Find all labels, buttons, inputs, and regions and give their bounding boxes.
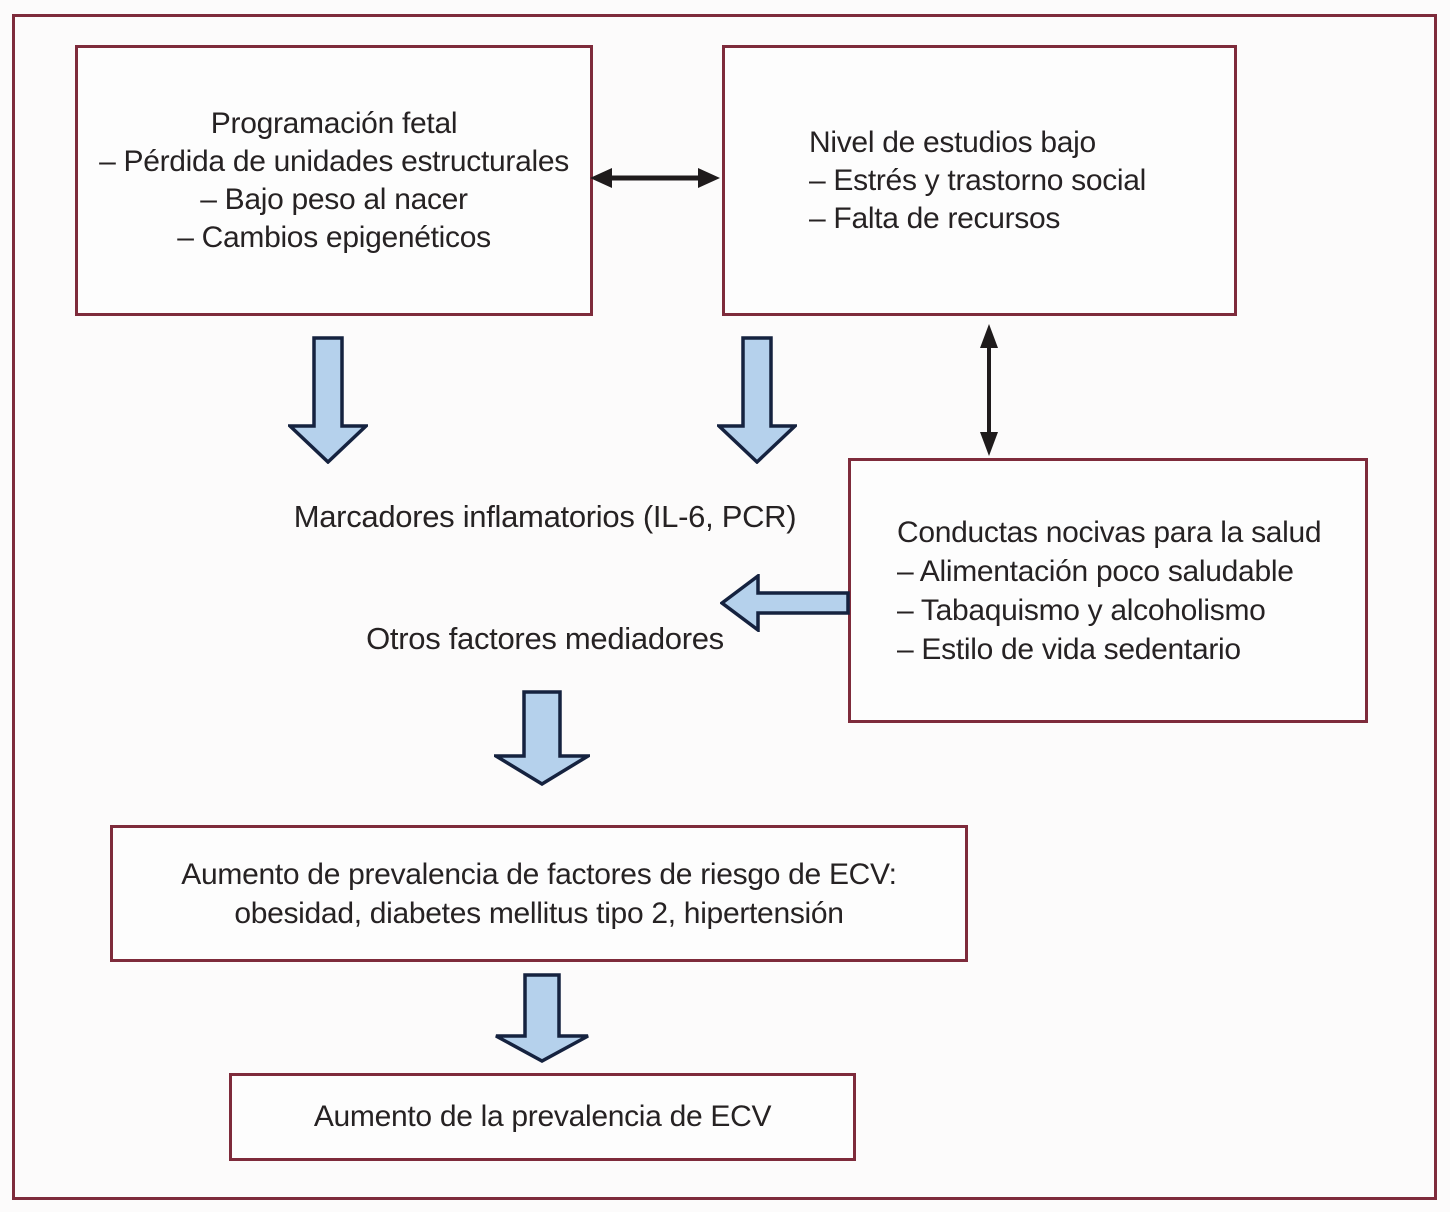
mediating-factors-label: Otros factores mediadores bbox=[366, 621, 724, 656]
box-title: Nivel de estudios bajo bbox=[809, 125, 1096, 159]
diagram-border bbox=[12, 14, 1437, 1200]
box-title: Programación fetal bbox=[210, 106, 458, 140]
down-arrow-icon bbox=[494, 690, 590, 786]
list-item: – Pérdida de unidades estructurales bbox=[99, 144, 569, 178]
list-item: – Falta de recursos bbox=[809, 201, 1061, 235]
list-item: – Cambios epigenéticos bbox=[177, 220, 491, 254]
list-item: – Alimentación poco saludable bbox=[897, 554, 1294, 588]
vertical-double-arrow-icon bbox=[980, 324, 998, 456]
harmful-behaviors-box: Conductas nocivas para la salud – Alimen… bbox=[848, 458, 1368, 723]
risk-factors-line1: Aumento de prevalencia de factores de ri… bbox=[181, 857, 897, 891]
education-level-box: Nivel de estudios bajo – Estrés y trasto… bbox=[722, 45, 1237, 316]
outcome-text: Aumento de la prevalencia de ECV bbox=[313, 1100, 772, 1133]
list-item: – Bajo peso al nacer bbox=[200, 182, 468, 216]
down-arrow-icon bbox=[495, 973, 589, 1063]
box-title: Conductas nocivas para la salud bbox=[897, 515, 1322, 549]
down-arrow-icon bbox=[717, 336, 797, 464]
list-item: – Estrés y trastorno social bbox=[809, 163, 1147, 197]
horizontal-double-arrow-icon bbox=[590, 168, 720, 188]
outcome-box: Aumento de la prevalencia de ECV bbox=[229, 1073, 856, 1161]
risk-factors-box: Aumento de prevalencia de factores de ri… bbox=[110, 825, 968, 962]
fetal-programming-box: Programación fetal – Pérdida de unidades… bbox=[75, 45, 593, 316]
left-arrow-icon bbox=[720, 574, 850, 632]
list-item: – Estilo de vida sedentario bbox=[897, 632, 1241, 666]
down-arrow-icon bbox=[288, 336, 368, 464]
list-item: – Tabaquismo y alcoholismo bbox=[897, 593, 1266, 627]
inflammatory-markers-label: Marcadores inflamatorios (IL-6, PCR) bbox=[293, 499, 797, 534]
risk-factors-line2: obesidad, diabetes mellitus tipo 2, hipe… bbox=[234, 896, 844, 930]
